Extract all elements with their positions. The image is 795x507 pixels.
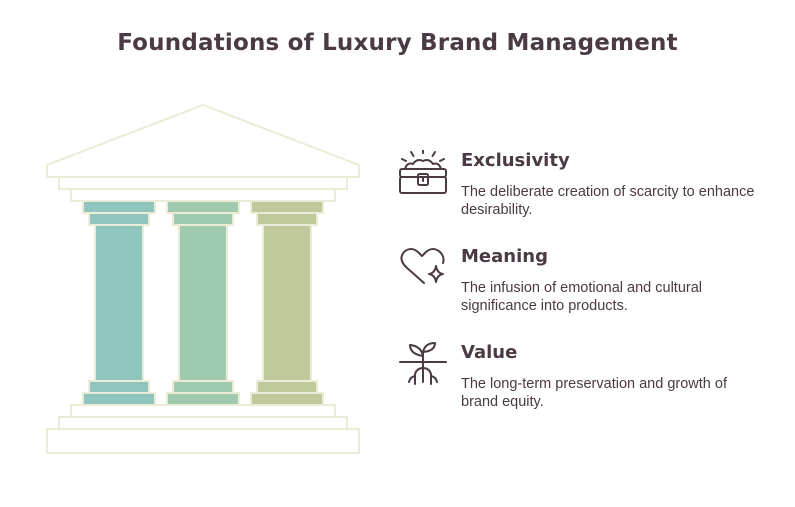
pillar-meaning <box>166 200 240 406</box>
sprout-roots-icon <box>399 342 447 385</box>
temple-base-step-2 <box>58 416 348 430</box>
temple-roof <box>46 103 360 178</box>
item-title-exclusivity: Exclusivity <box>461 150 570 171</box>
item-title-meaning: Meaning <box>461 246 548 267</box>
temple-base-step-3 <box>46 428 360 454</box>
temple-base-step-1 <box>70 404 336 418</box>
treasure-chest-icon <box>399 150 447 194</box>
item-description-meaning: The infusion of emotional and cultural s… <box>461 280 703 314</box>
item-title-value: Value <box>461 342 518 363</box>
item-description-exclusivity: The deliberate creation of scarcity to e… <box>461 184 755 218</box>
temple-entablature <box>70 188 336 202</box>
temple-roof-band <box>58 176 348 190</box>
item-description-value: The long-term preservation and growth of… <box>461 376 727 410</box>
temple-diagram <box>46 103 360 454</box>
pillar-exclusivity <box>82 200 156 406</box>
pillar-value <box>250 200 324 406</box>
page-title: Foundations of Luxury Brand Management <box>117 30 678 56</box>
heart-sparkle-icon <box>400 248 445 284</box>
